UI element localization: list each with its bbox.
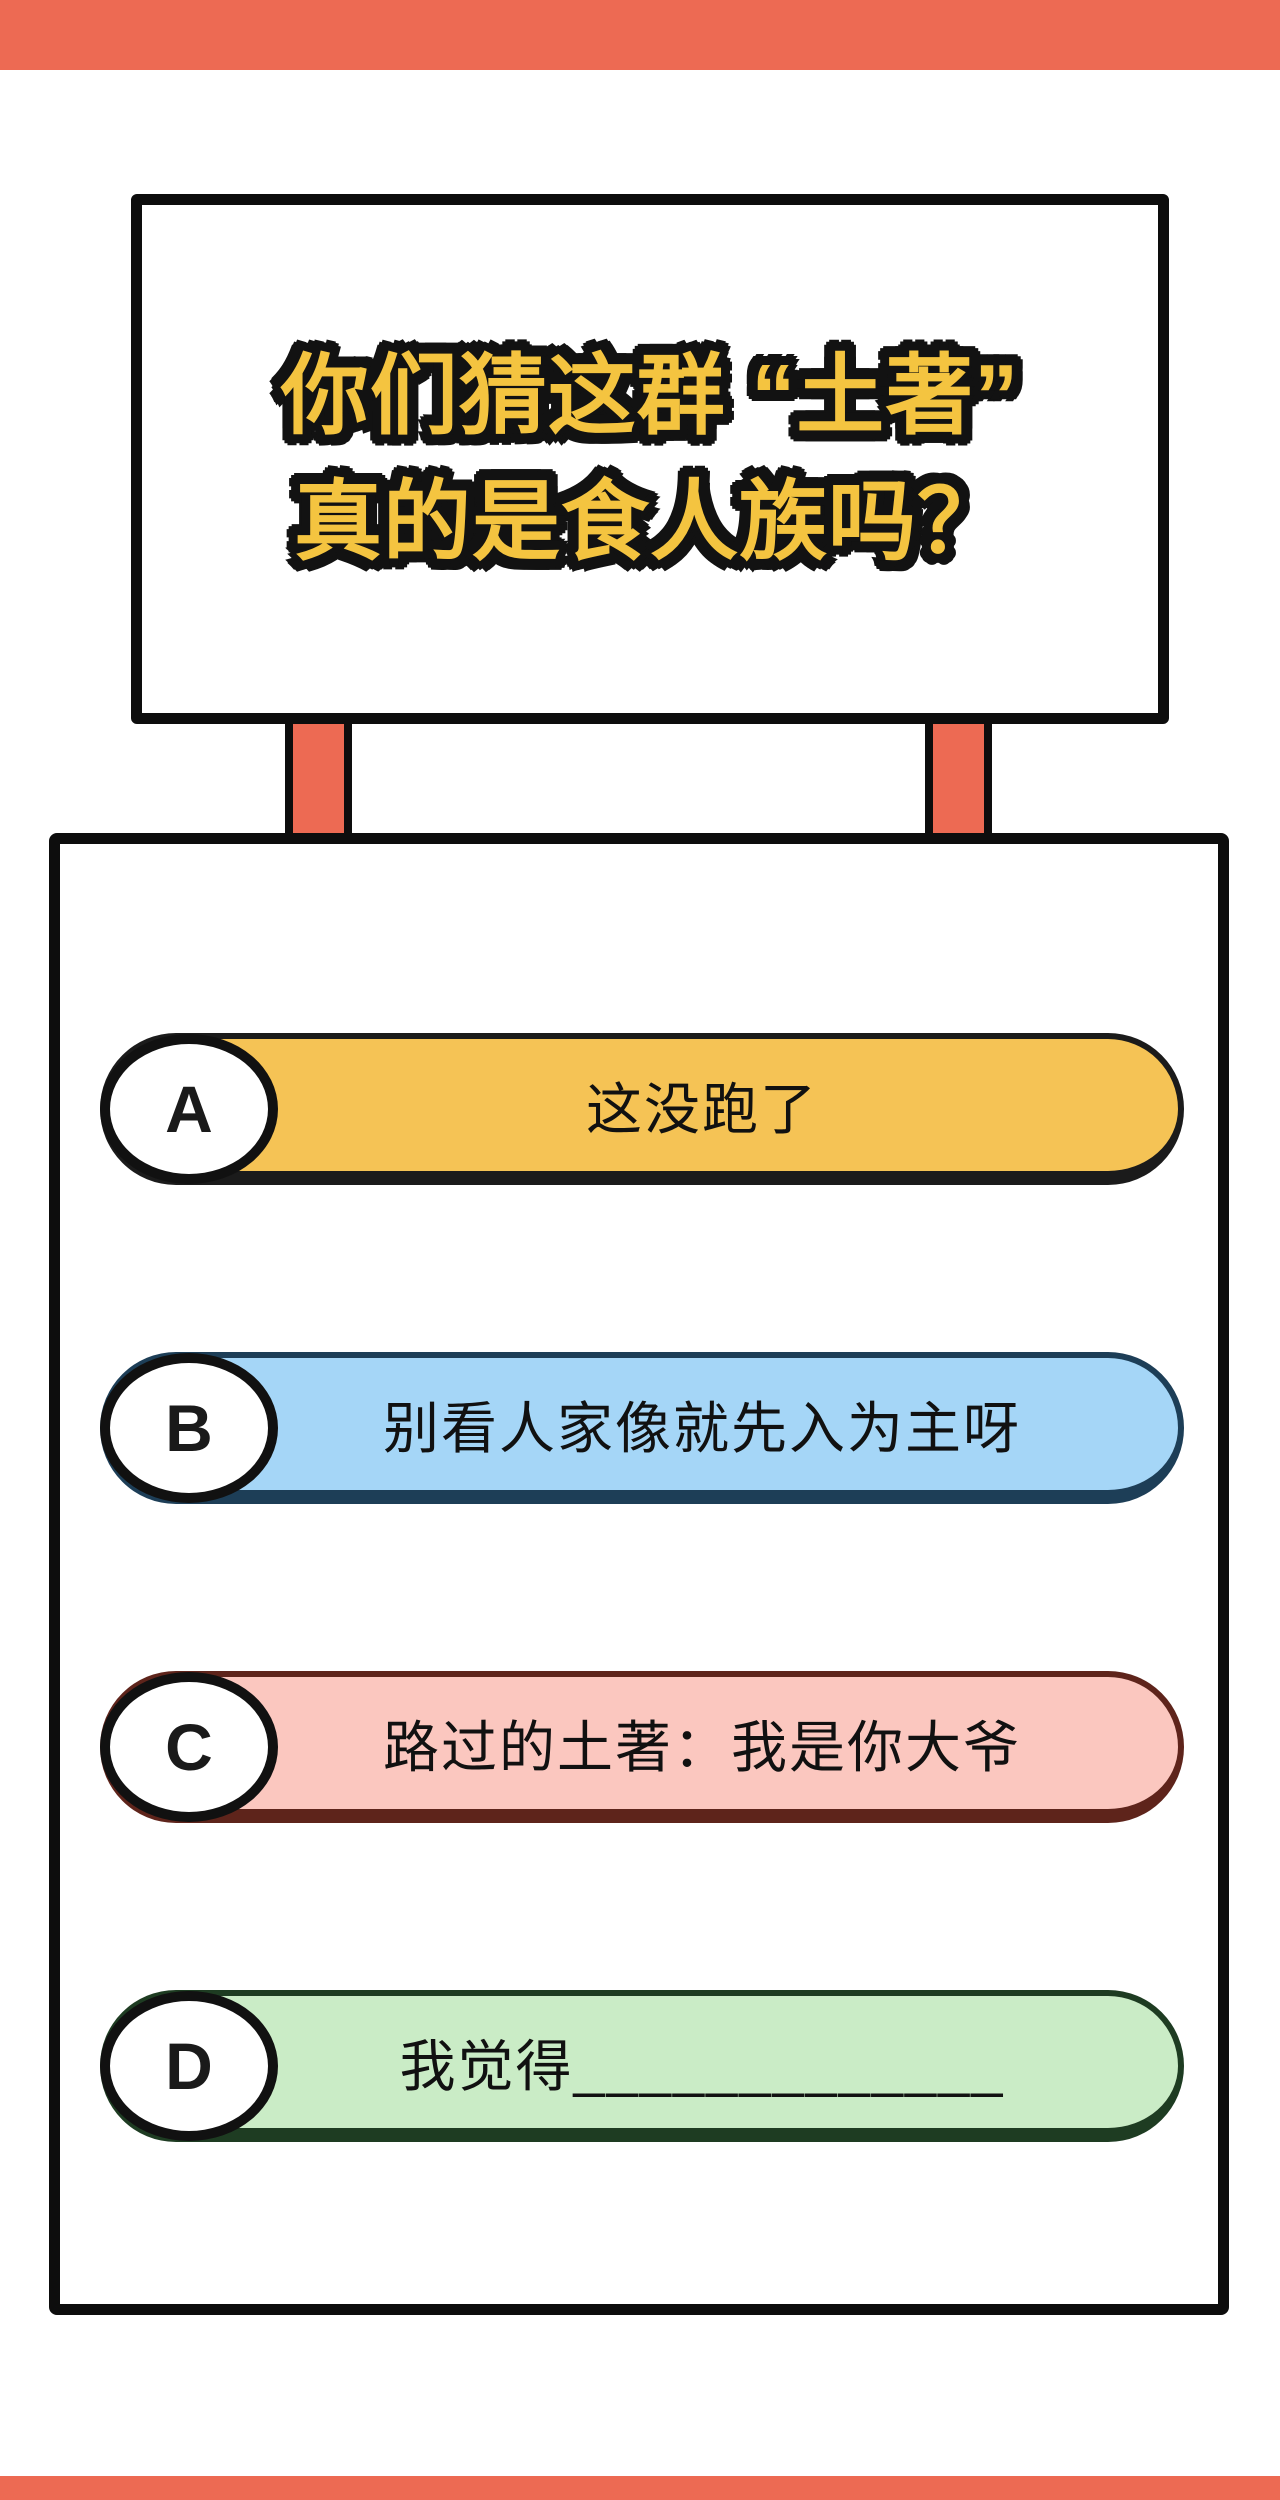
option-d-letter-bubble: D [100, 1991, 278, 2141]
option-a-letter-bubble: A [100, 1034, 278, 1184]
option-a-label: 这没跑了 [586, 1077, 818, 1141]
sign-post-right [925, 700, 992, 850]
option-b-letter: B [165, 1391, 213, 1465]
question-title-line1: 你们猜这群 “土著” [280, 346, 1020, 445]
option-d-label: 我觉得_____________ [399, 2034, 1005, 2098]
option-b-letter-bubble: B [100, 1353, 278, 1503]
question-sign: 你们猜这群 “土著” 真的是食人族吗？ [131, 194, 1169, 724]
option-b[interactable]: 别看人家像就先入为主呀 B [100, 1352, 1184, 1504]
option-b-label: 别看人家像就先入为主呀 [383, 1396, 1021, 1460]
option-c-letter-bubble: C [100, 1672, 278, 1822]
option-c-pill[interactable]: 路过的土著：我是你大爷 [100, 1671, 1184, 1823]
option-d-letter: D [165, 2029, 213, 2103]
option-c[interactable]: 路过的土著：我是你大爷 C [100, 1671, 1184, 1823]
option-b-pill[interactable]: 别看人家像就先入为主呀 [100, 1352, 1184, 1504]
option-c-label: 路过的土著：我是你大爷 [383, 1715, 1021, 1779]
option-d[interactable]: 我觉得_____________ D [100, 1990, 1184, 2142]
option-d-pill[interactable]: 我觉得_____________ [100, 1990, 1184, 2142]
option-c-letter: C [165, 1710, 213, 1784]
option-a-pill[interactable]: 这没跑了 [100, 1033, 1184, 1185]
top-accent-bar [0, 0, 1280, 70]
option-a[interactable]: 这没跑了 A [100, 1033, 1184, 1185]
question-title-line2: 真的是食人族吗？ [293, 472, 1006, 571]
option-a-letter: A [165, 1072, 213, 1146]
sign-post-left [285, 700, 352, 850]
bottom-accent-bar [0, 2476, 1280, 2500]
